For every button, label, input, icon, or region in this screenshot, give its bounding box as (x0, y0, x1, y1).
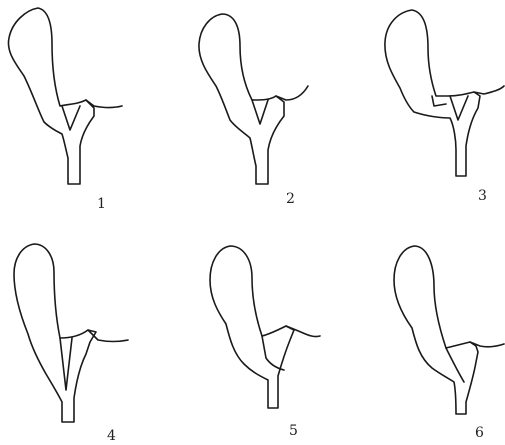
gallbladder-4 (14, 244, 96, 422)
gallbladder-5 (210, 246, 294, 408)
panel-label-2: 2 (286, 191, 295, 207)
panel-4: 4 (14, 244, 128, 444)
gallbladder-2 (199, 14, 284, 184)
panel-5: 5 (210, 246, 320, 439)
gallbladder-1 (8, 8, 94, 184)
gallbladder-3 (385, 10, 480, 176)
common-duct-4 (60, 330, 128, 390)
common-duct-6 (446, 342, 504, 382)
panel-label-3: 3 (478, 188, 487, 204)
panel-1: 1 (8, 8, 122, 212)
common-duct-3 (432, 86, 504, 120)
panel-label-1: 1 (97, 196, 106, 212)
panel-label-5: 5 (289, 423, 298, 439)
common-duct-2 (252, 86, 308, 124)
panel-label-6: 6 (475, 425, 484, 441)
panel-3: 3 (385, 10, 504, 204)
panel-6: 6 (394, 246, 504, 441)
gallbladder-6 (394, 246, 478, 414)
panel-label-4: 4 (107, 428, 116, 444)
panel-2: 2 (199, 14, 308, 207)
